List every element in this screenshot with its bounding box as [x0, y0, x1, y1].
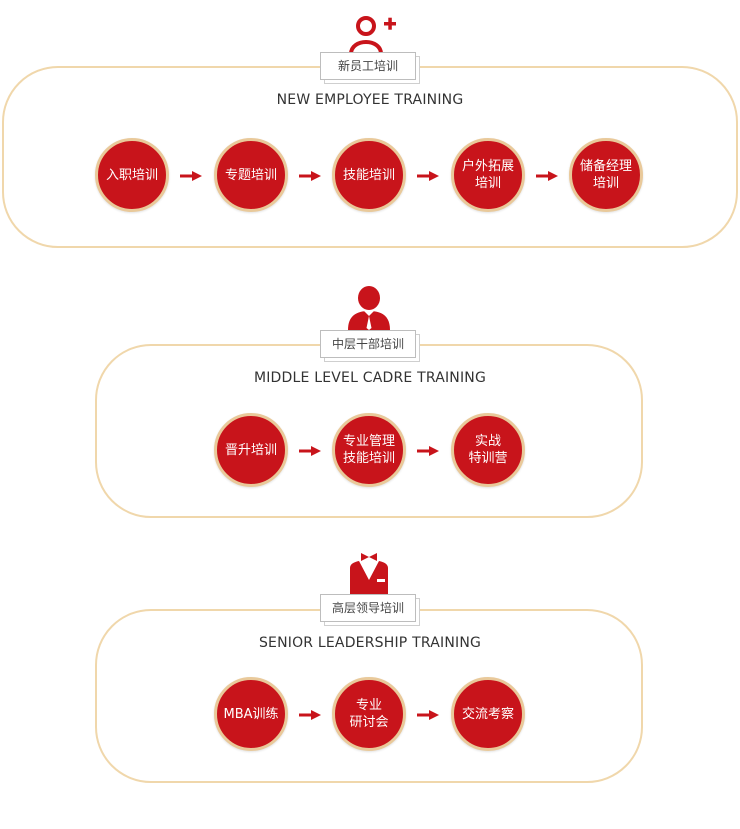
step-mba-training[interactable]: MBA训练	[214, 677, 288, 751]
step-special-topic-training[interactable]: 专题培训	[214, 138, 288, 212]
step-professional-seminar[interactable]: 专业 研讨会	[332, 677, 406, 751]
step-promotion-training[interactable]: 晋升培训	[214, 413, 288, 487]
step-practical-bootcamp[interactable]: 实战 特训营	[451, 413, 525, 487]
section-title: MIDDLE LEVEL CADRE TRAINING	[253, 370, 487, 386]
section-tag-label: 中层干部培训	[320, 330, 416, 358]
arrow-right-icon	[417, 171, 439, 181]
arrow-right-icon	[299, 171, 321, 181]
section-tag-label: 高层领导培训	[320, 594, 416, 622]
step-skills-training[interactable]: 技能培训	[332, 138, 406, 212]
step-reserve-manager-training[interactable]: 储备经理 培训	[569, 138, 643, 212]
arrow-right-icon	[180, 171, 202, 181]
section-tag: 新员工培训	[320, 52, 420, 84]
step-onboarding-training[interactable]: 入职培训	[95, 138, 169, 212]
section-tag: 中层干部培训	[320, 330, 420, 362]
section-senior-leadership: 高层领导培训 SENIOR LEADERSHIP TRAINING MBA训练 …	[95, 553, 643, 783]
arrow-right-icon	[417, 446, 439, 456]
manager-tie-icon	[348, 286, 390, 330]
step-outdoor-expansion-training[interactable]: 户外拓展 培训	[451, 138, 525, 212]
section-title: SENIOR LEADERSHIP TRAINING	[258, 635, 482, 651]
section-new-employee: 新员工培训 NEW EMPLOYEE TRAINING 入职培训 专题培训 技能…	[0, 0, 740, 260]
section-title: NEW EMPLOYEE TRAINING	[276, 92, 464, 108]
arrow-right-icon	[299, 710, 321, 720]
section-tag: 高层领导培训	[320, 594, 420, 626]
section-tag-label: 新员工培训	[320, 52, 416, 80]
step-exchange-visit[interactable]: 交流考察	[451, 677, 525, 751]
user-plus-icon	[349, 16, 396, 55]
arrow-right-icon	[536, 171, 558, 181]
arrow-right-icon	[299, 446, 321, 456]
arrow-right-icon	[417, 710, 439, 720]
executive-bowtie-icon	[350, 553, 388, 596]
section-middle-cadre: 中层干部培训 MIDDLE LEVEL CADRE TRAINING 晋升培训 …	[95, 286, 643, 518]
step-professional-management-skills[interactable]: 专业管理 技能培训	[332, 413, 406, 487]
